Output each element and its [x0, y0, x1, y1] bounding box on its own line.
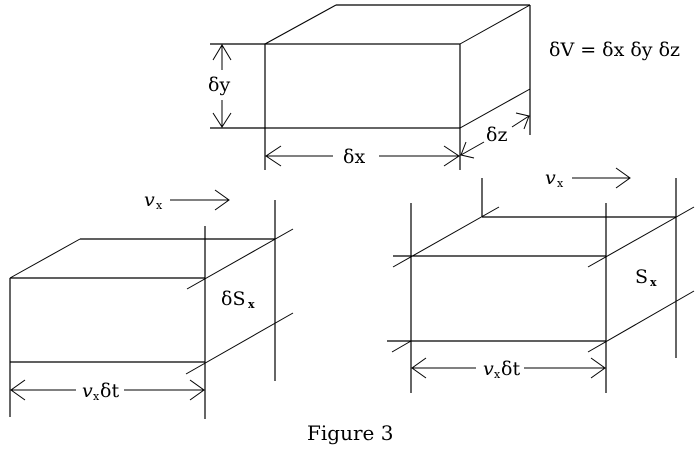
left-box-plane-diagonal-top — [186, 228, 294, 290]
right-velocity-subscript: x — [557, 177, 564, 190]
left-length-subscript: x — [93, 390, 100, 403]
right-surface-subscript: x — [650, 276, 657, 289]
left-length-arrow — [10, 379, 205, 401]
right-length-v: v — [483, 358, 494, 380]
volume-formula: δV = δx δy δz — [549, 39, 680, 61]
left-length-v: v — [82, 380, 93, 402]
right-box: v x S x v x δt — [387, 167, 695, 393]
dz-dimension-arrow — [460, 112, 530, 159]
left-surface-label: δS — [221, 288, 245, 310]
left-length-dt: δt — [100, 380, 119, 402]
right-length-dt: δt — [501, 358, 520, 380]
dy-label: δy — [208, 74, 230, 96]
right-velocity-arrow — [572, 167, 631, 189]
top-box-edge-top-right — [459, 4, 531, 45]
right-box-diagonal-top-left — [392, 206, 500, 268]
left-velocity-subscript: x — [156, 199, 163, 212]
right-velocity-symbol: v — [545, 167, 556, 189]
dz-label: δz — [486, 124, 507, 146]
left-box-plane-diagonal-bottom — [185, 312, 294, 375]
top-box-edge-top-left — [264, 4, 337, 45]
dx-dimension-arrow — [265, 145, 460, 167]
dx-label: δx — [343, 146, 365, 168]
left-velocity-arrow — [170, 189, 230, 211]
right-box-diagonal-bottom-left — [391, 340, 412, 353]
right-box-diagonal-top-right — [587, 206, 695, 268]
left-box: v x δS x v x δt — [9, 189, 294, 419]
dy-dimension-arrow — [212, 44, 232, 128]
right-length-subscript: x — [494, 368, 501, 381]
top-box-front-face — [264, 43, 461, 129]
top-box: δy δx δz δV = δx δy δz — [208, 4, 680, 170]
right-length-arrow — [411, 357, 606, 379]
left-surface-subscript: x — [248, 298, 255, 311]
figure-caption: Figure 3 — [307, 421, 393, 445]
right-surface-label: S — [635, 266, 648, 288]
right-box-diagonal-bottom-right — [587, 290, 695, 353]
top-box-edge-bottom-right — [459, 88, 531, 129]
left-velocity-symbol: v — [144, 189, 155, 211]
left-box-edge-top-left — [9, 238, 81, 279]
